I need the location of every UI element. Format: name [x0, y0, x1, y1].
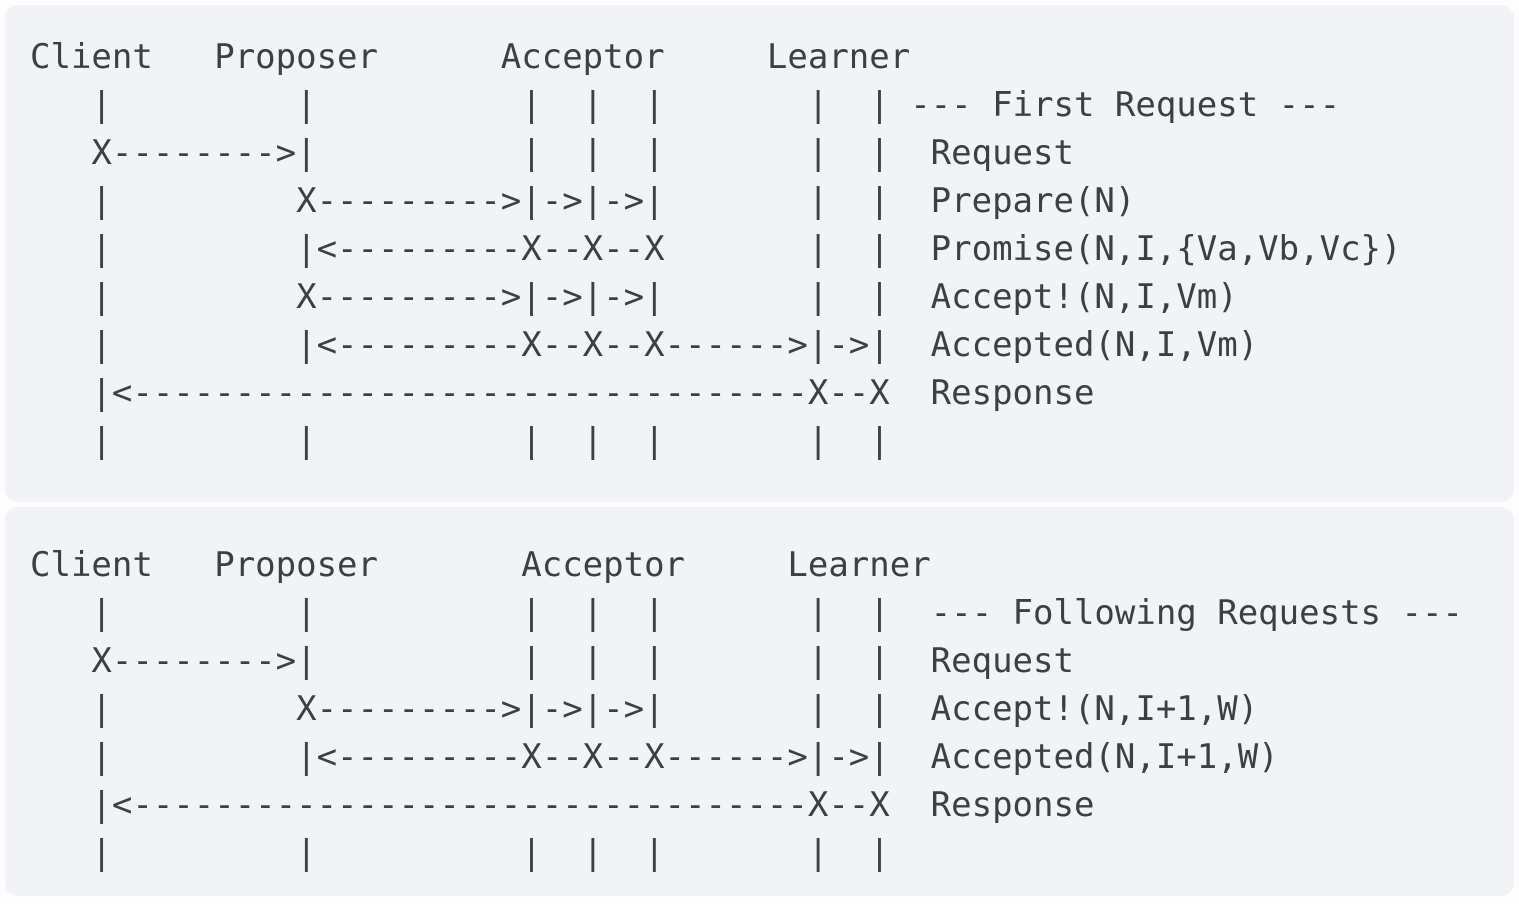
diagram-line-lifelines: | | | | | | | [30, 421, 890, 461]
diagram-line-response: |<---------------------------------X--X … [30, 785, 1095, 825]
code-block-following-requests: Client Proposer Acceptor Learner | | | |… [5, 507, 1514, 896]
diagram-line-accept: | X--------->|->|->| | | Accept!(N,I,Vm) [30, 277, 1238, 317]
diagram-line-actors: Client Proposer Acceptor Learner [30, 37, 911, 77]
diagram-line-phase-label: | | | | | | | --- Following Requests --- [30, 593, 1463, 633]
diagram-line-response: |<---------------------------------X--X … [30, 373, 1095, 413]
diagram-line-request: X-------->| | | | | | Request [30, 133, 1074, 173]
diagram-line-lifelines: | | | | | | | [30, 833, 890, 873]
diagram-line-accepted: | |<---------X--X--X------>|->| Accepted… [30, 737, 1279, 777]
diagram-line-accept: | X--------->|->|->| | | Accept!(N,I+1,W… [30, 689, 1259, 729]
diagram-line-accepted: | |<---------X--X--X------>|->| Accepted… [30, 325, 1259, 365]
diagram-line-actors: Client Proposer Acceptor Learner [30, 545, 931, 585]
diagram-line-prepare: | X--------->|->|->| | | Prepare(N) [30, 181, 1136, 221]
diagram-line-promise: | |<---------X--X--X | | Promise(N,I,{Va… [30, 229, 1402, 269]
ascii-sequence-diagram-following-requests: Client Proposer Acceptor Learner | | | |… [5, 507, 1514, 877]
ascii-sequence-diagram-first-request: Client Proposer Acceptor Learner | | | |… [5, 5, 1514, 465]
diagram-line-request: X-------->| | | | | | Request [30, 641, 1074, 681]
code-block-first-request: Client Proposer Acceptor Learner | | | |… [5, 5, 1514, 502]
diagram-line-phase-label: | | | | | | | --- First Request --- [30, 85, 1341, 125]
